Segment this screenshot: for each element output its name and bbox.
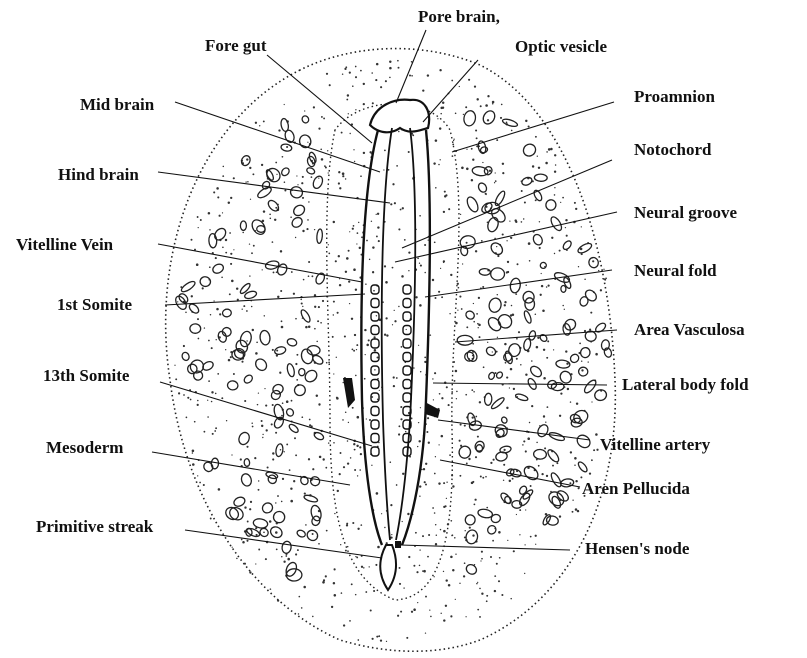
blood-islands <box>174 109 613 581</box>
somite-left <box>371 447 379 456</box>
label-hensens-node: Hensen's node <box>585 540 689 557</box>
somites <box>371 285 411 456</box>
somite-left <box>371 326 379 335</box>
label-lateral-body-fold: Lateral body fold <box>622 376 749 393</box>
somite-left <box>371 299 379 308</box>
somite-right <box>403 380 411 389</box>
somite-right <box>403 299 411 308</box>
label-fore-gut: Fore gut <box>205 37 267 54</box>
label-area-vasculosa: Area Vasculosa <box>634 321 745 338</box>
somite-right <box>403 312 411 321</box>
label-pore-brain: Pore brain, <box>418 8 500 25</box>
head-fold <box>370 100 429 133</box>
somite-right <box>403 353 411 362</box>
label-1st-somite: 1st Somite <box>57 296 132 313</box>
label-vitelline-vein: Vitelline Vein <box>16 236 113 253</box>
somite-left <box>371 339 379 348</box>
label-notochord: Notochord <box>634 141 711 158</box>
neural-fold-right <box>402 130 430 545</box>
somite-right <box>403 434 411 443</box>
label-aren-pellucida: Aren Pellucida <box>582 480 690 497</box>
primitive-streak-shape <box>380 545 396 590</box>
somite-left <box>371 285 379 294</box>
somite-left <box>371 380 379 389</box>
somite-right <box>403 393 411 402</box>
label-neural-groove: Neural groove <box>634 204 737 221</box>
somite-left <box>371 434 379 443</box>
somite-right <box>403 326 411 335</box>
label-mesoderm: Mesoderm <box>46 439 123 456</box>
somite-left <box>371 420 379 429</box>
vitelline-artery-left <box>343 378 355 408</box>
neural-fold-left <box>361 130 382 545</box>
label-mid-brain: Mid brain <box>80 96 154 113</box>
somite-right <box>403 285 411 294</box>
label-primitive-streak: Primitive streak <box>36 518 153 535</box>
label-proamnion: Proamnion <box>634 88 715 105</box>
label-13th-somite: 13th Somite <box>43 367 129 384</box>
somite-left <box>371 312 379 321</box>
label-vitelline-artery: Vitelline artery <box>600 436 710 453</box>
neural-tube-left <box>382 128 392 540</box>
somite-left <box>371 407 379 416</box>
label-optic-vesicle: Optic vesicle <box>515 38 607 55</box>
somite-right <box>403 366 411 375</box>
label-neural-fold: Neural fold <box>634 262 717 279</box>
vitelline-artery-right <box>425 402 440 418</box>
label-hind-brain: Hind brain <box>58 166 139 183</box>
somite-right <box>403 339 411 348</box>
